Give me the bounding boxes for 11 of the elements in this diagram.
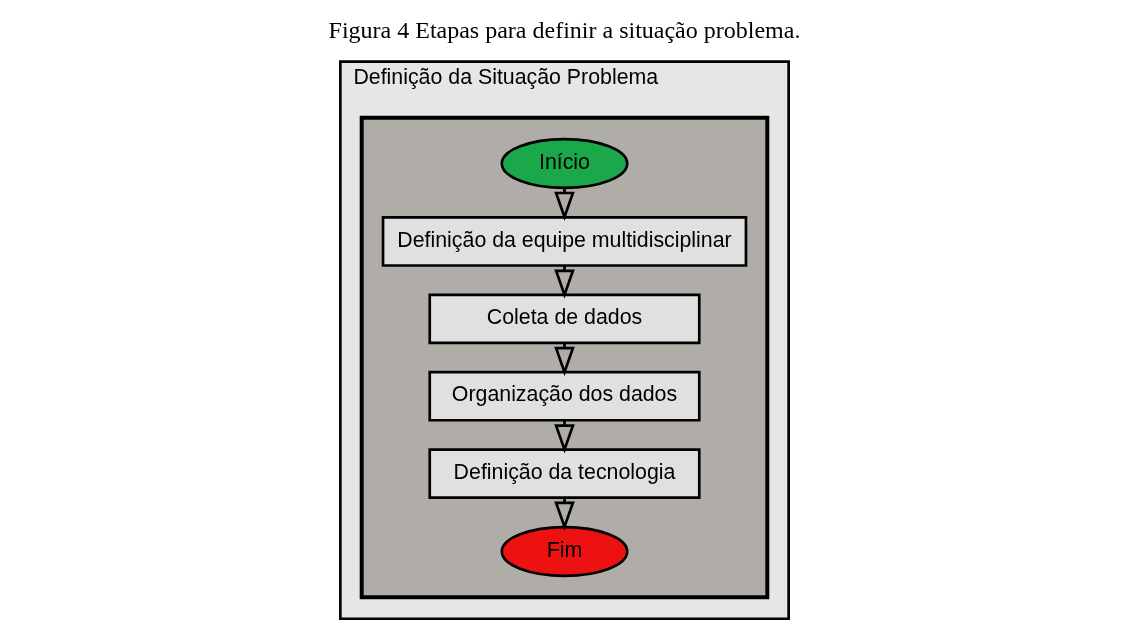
node-box: Organização dos dados [427,370,701,422]
node-box: Definição da tecnologia [427,448,701,499]
arrow [553,188,575,222]
node-box: Coleta de dados [427,293,701,345]
node-box: Definição da equipe multidisciplinar [381,216,747,267]
arrow [553,420,575,454]
arrow [553,343,575,377]
node-ellipse: Fim [499,525,629,578]
node-ellipse: Início [499,137,629,190]
diagram-title: Figura 4 Etapas para definir a situação problema. [328,17,800,44]
cluster [359,115,769,600]
